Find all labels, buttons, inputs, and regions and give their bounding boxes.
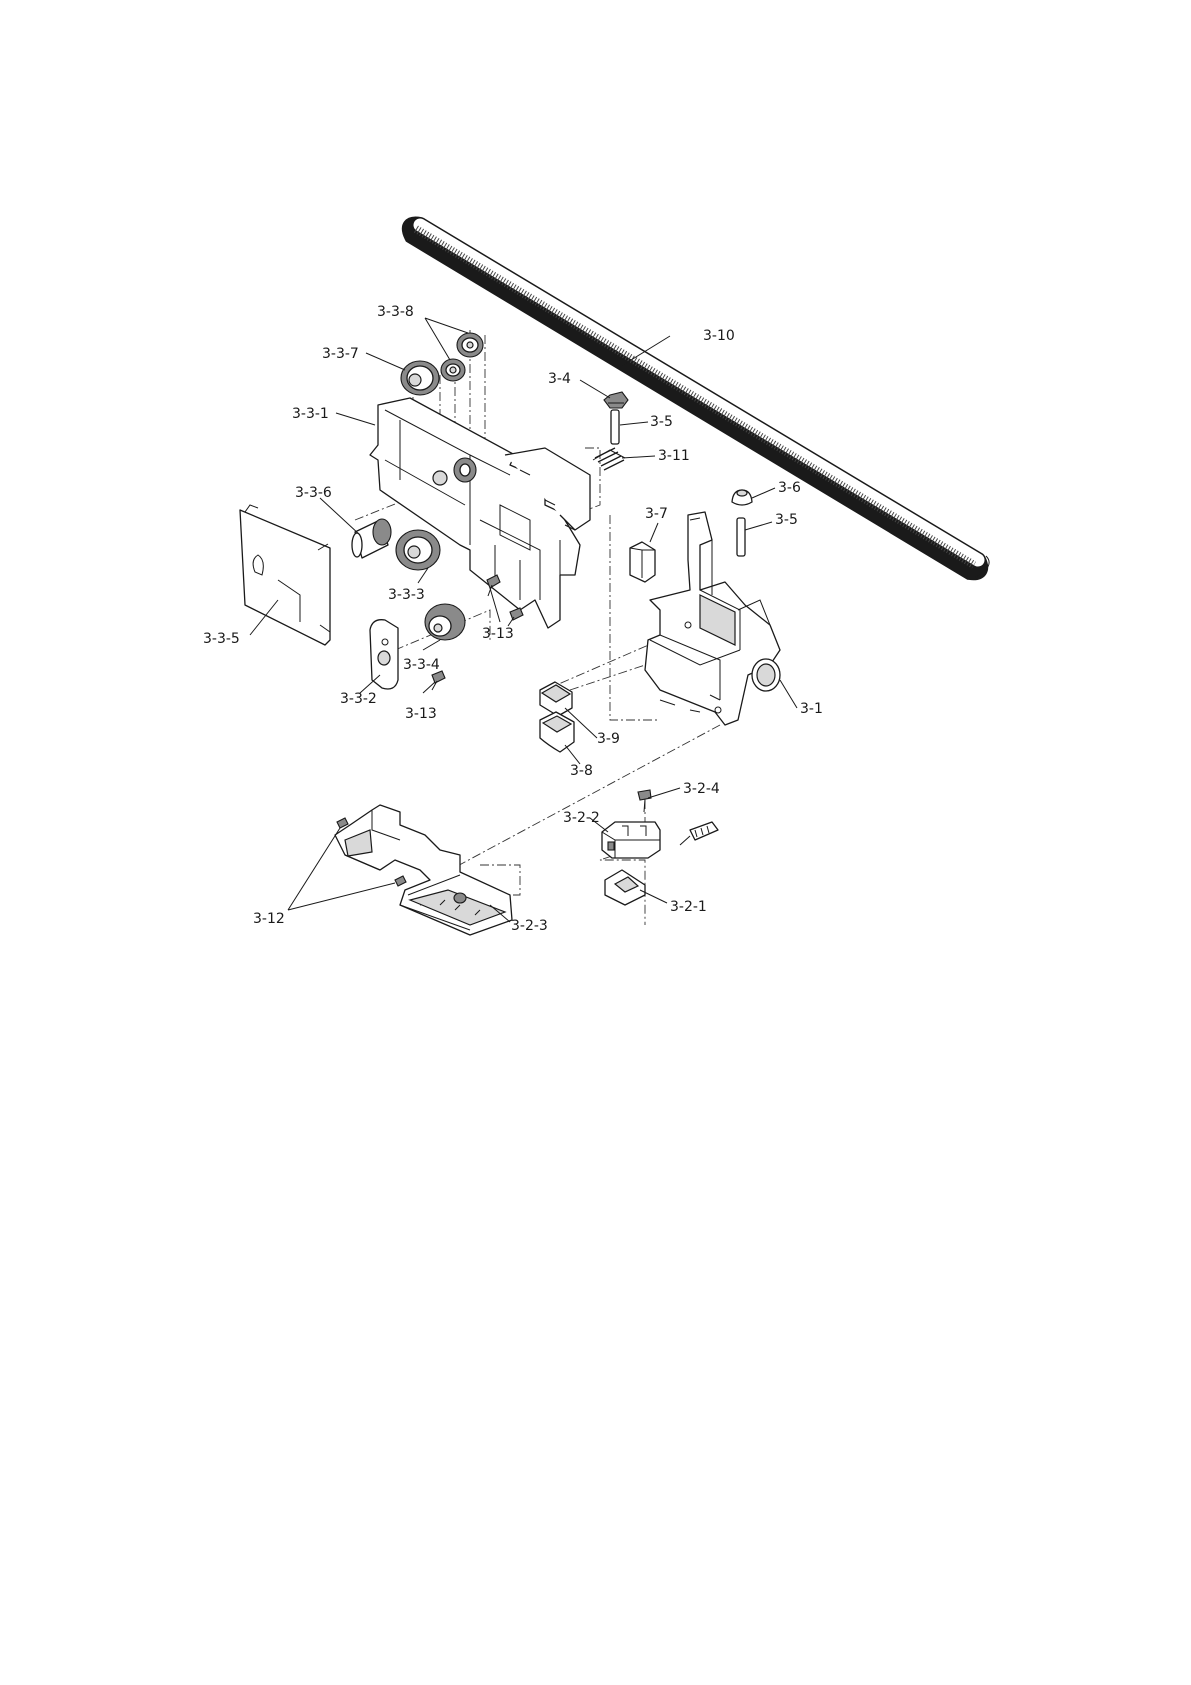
sensor-plate-3-2-1 [605, 870, 645, 905]
callout-3-3-3: 3-3-3 [388, 587, 425, 603]
callout-3-3-1: 3-3-1 [292, 406, 329, 422]
sensor-3-2-2 [602, 822, 660, 858]
gear-3-3-3 [396, 530, 440, 570]
callout-3-13-b: 3-13 [405, 706, 437, 722]
pad-3-7 [630, 542, 655, 582]
callout-3-2-2: 3-2-2 [563, 810, 600, 826]
carriage-3-1 [645, 512, 780, 725]
pin-3-5-right [737, 518, 745, 556]
callout-3-11: 3-11 [658, 448, 690, 464]
motor-gear-3-3-6 [352, 519, 391, 558]
callout-3-3-7: 3-3-7 [322, 346, 359, 362]
screw-3-12-a [337, 818, 348, 828]
callout-3-13-a: 3-13 [482, 626, 514, 642]
pad-3-8 [540, 712, 574, 752]
gear-3-3-8-lower [441, 359, 465, 381]
callout-3-6: 3-6 [778, 480, 801, 496]
callout-3-2-1: 3-2-1 [670, 899, 707, 915]
callout-3-8: 3-8 [570, 763, 593, 779]
callout-3-9: 3-9 [597, 731, 620, 747]
gear-3-3-7 [401, 361, 439, 395]
callout-3-3-2: 3-3-2 [340, 691, 377, 707]
cap-3-6 [732, 490, 752, 505]
screw-3-13-b [508, 608, 523, 626]
bracket-3-2-3 [335, 805, 512, 935]
plate-3-3-2 [370, 620, 398, 689]
callout-3-2-4: 3-2-4 [683, 781, 720, 797]
callout-3-12: 3-12 [253, 911, 285, 927]
callout-3-5-upper: 3-5 [650, 414, 673, 430]
nut-3-4 [604, 392, 628, 408]
callout-3-10: 3-10 [703, 328, 735, 344]
gear-3-3-4 [425, 604, 465, 640]
callout-3-4: 3-4 [548, 371, 571, 387]
screw-3-13-c [432, 671, 445, 690]
callout-3-1: 3-1 [800, 701, 823, 717]
spring-3-11 [593, 448, 625, 470]
gear-3-3-8-upper [457, 333, 483, 357]
callout-3-7: 3-7 [645, 506, 668, 522]
callout-3-5-right: 3-5 [775, 512, 798, 528]
connector [680, 822, 718, 845]
pin-3-5-upper [611, 410, 619, 444]
callout-3-2-3: 3-2-3 [511, 918, 548, 934]
callout-3-3-5: 3-3-5 [203, 631, 240, 647]
screw-3-2-4 [638, 790, 651, 812]
callout-3-3-6: 3-3-6 [295, 485, 332, 501]
callout-3-3-4: 3-3-4 [403, 657, 440, 673]
callout-3-3-8: 3-3-8 [377, 304, 414, 320]
pad-3-9 [540, 682, 572, 716]
screw-3-12-b [395, 876, 406, 886]
cover-plate-3-3-5 [240, 505, 330, 645]
